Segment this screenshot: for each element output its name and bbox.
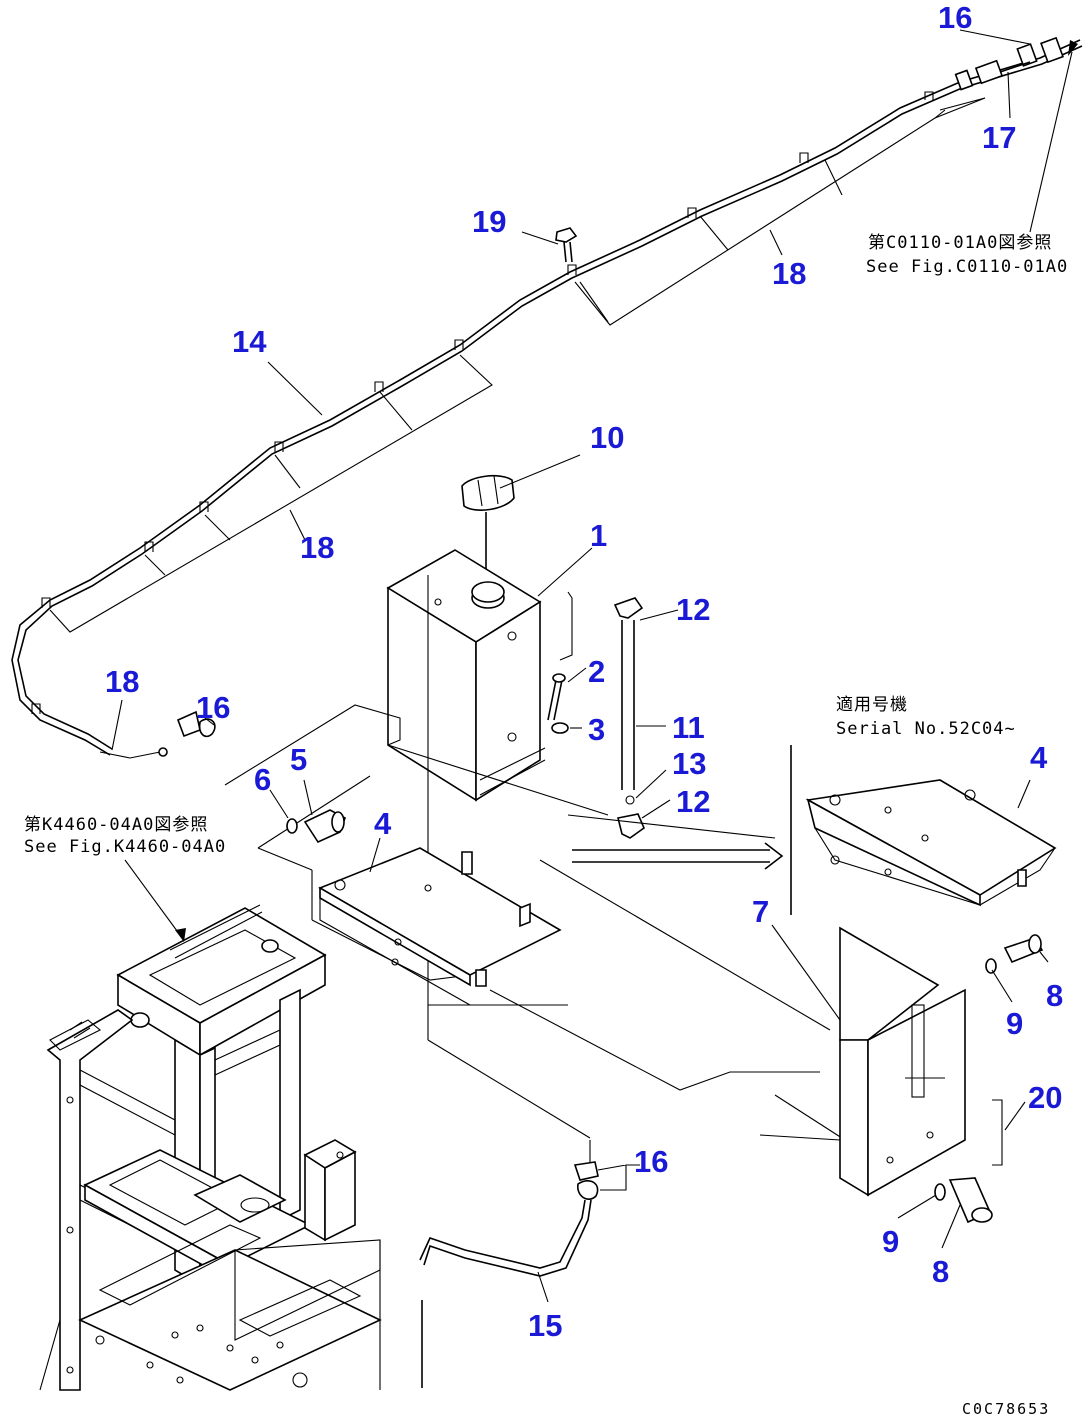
fittings-left (176, 710, 346, 844)
callout-8: 8 (1046, 978, 1063, 1013)
callout-16: 16 (196, 690, 230, 725)
callout-6: 6 (254, 762, 271, 797)
callout-18: 18 (300, 530, 334, 565)
serial-note-jp: 適用号機 (836, 695, 908, 715)
callout-15: 15 (528, 1308, 562, 1343)
callout-14: 14 (232, 324, 267, 359)
callout-18: 18 (105, 664, 139, 699)
callout-20: 20 (1028, 1080, 1062, 1115)
callout-12: 12 (676, 784, 710, 819)
callout-1: 1 (590, 518, 607, 553)
callout-19: 19 (472, 204, 506, 239)
leader-lines (111, 29, 1078, 1303)
callout-4: 4 (374, 806, 392, 841)
callout-13: 13 (672, 746, 706, 781)
callout-11: 11 (672, 710, 705, 745)
tube-bottom (419, 1140, 599, 1388)
callout-12: 12 (676, 592, 710, 627)
callout-9: 9 (1006, 1006, 1023, 1041)
callout-2: 2 (588, 654, 605, 689)
reference-notes: 第C0110-01A0図参照 See Fig.C0110-01A0 第K4460… (24, 233, 1068, 1418)
callout-9: 9 (882, 1224, 899, 1259)
bracket-detail (790, 745, 1057, 915)
callout-17: 17 (982, 120, 1016, 155)
ref-note-left-jp: 第K4460-04A0図参照 (24, 815, 208, 835)
callout-10: 10 (590, 420, 624, 455)
drawing-code: C0C78653 (962, 1400, 1050, 1418)
machine-frame (39, 904, 382, 1391)
callout-3: 3 (588, 712, 605, 747)
serial-note-en: Serial No.52C04~ (836, 719, 1016, 739)
callout-5: 5 (290, 742, 307, 777)
bracket-7 (839, 926, 1044, 1224)
callout-8: 8 (932, 1254, 949, 1289)
ref-note-top-en: See Fig.C0110-01A0 (866, 257, 1068, 277)
callout-16: 16 (938, 0, 972, 35)
assembly-reference-lines (224, 704, 846, 1141)
ref-note-top-jp: 第C0110-01A0図参照 (868, 233, 1052, 253)
hose-assembly-top (11, 36, 1083, 759)
callout-7: 7 (752, 894, 769, 929)
callout-16: 16 (634, 1144, 668, 1179)
bracket-main (318, 847, 562, 1006)
callout-labels: 16 17 19 18 14 10 18 1 12 18 16 2 3 11 5… (105, 0, 1063, 1343)
ref-note-left-en: See Fig.K4460-04A0 (24, 837, 226, 857)
callout-4: 4 (1030, 740, 1048, 775)
hydraulic-tank (386, 474, 645, 1040)
callout-18: 18 (772, 256, 806, 291)
